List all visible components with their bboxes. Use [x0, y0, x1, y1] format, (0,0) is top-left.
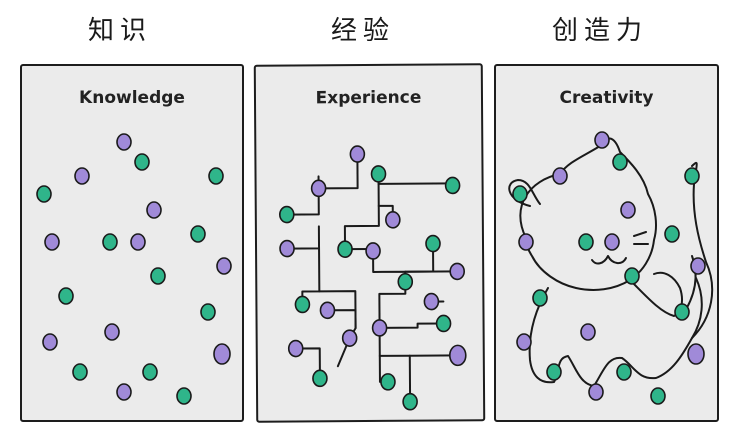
knowledge-purple-dot — [216, 257, 232, 275]
knowledge-purple-dot — [130, 233, 146, 251]
knowledge-green-dot — [176, 387, 192, 405]
creativity-purple-dot — [580, 323, 596, 341]
knowledge-green-dot — [200, 303, 216, 321]
knowledge-green-dot — [72, 363, 88, 381]
knowledge-green-dot — [150, 267, 166, 285]
title-knowledge-cn: 知识 — [88, 16, 153, 46]
experience-green-dot — [312, 369, 328, 388]
knowledge-purple-dot — [44, 233, 60, 251]
experience-purple-dot — [385, 211, 401, 229]
creativity-purple-dot — [604, 233, 620, 251]
connection-line — [378, 322, 447, 329]
knowledge-panel: Knowledge — [20, 64, 244, 422]
experience-purple-dot — [310, 179, 327, 198]
connection-line — [326, 309, 357, 330]
creativity-purple-dot — [690, 257, 706, 275]
creativity-green-dot — [616, 363, 632, 381]
knowledge-green-dot — [134, 153, 150, 171]
creativity-purple-dot — [687, 343, 705, 365]
knowledge-green-dot — [36, 185, 52, 203]
creativity-green-dot — [684, 167, 700, 185]
title-experience-cn: 经验 — [331, 16, 396, 46]
creativity-purple-dot — [594, 131, 610, 149]
knowledge-green-dot — [102, 233, 118, 251]
experience-green-dot — [397, 272, 414, 291]
connection-line — [377, 182, 454, 185]
creativity-green-dot — [546, 363, 562, 381]
experience-green-dot — [294, 295, 311, 314]
experience-green-dot — [425, 234, 441, 253]
creativity-green-dot — [532, 289, 548, 307]
experience-purple-dot — [319, 301, 336, 320]
cat-whiskers — [633, 231, 649, 245]
cat-head-outline — [519, 137, 657, 291]
experience-purple-dot — [449, 262, 466, 281]
knowledge-purple-dot — [116, 383, 132, 401]
creativity-purple-dot — [518, 233, 534, 251]
experience-purple-dot — [287, 339, 304, 358]
experience-purple-dot — [279, 239, 295, 258]
experience-purple-dot — [341, 329, 358, 347]
creativity-label: Creativity — [559, 88, 654, 108]
title-creativity-cn: 创造力 — [552, 16, 649, 46]
knowledge-label: Knowledge — [79, 88, 185, 108]
knowledge-purple-dot — [116, 133, 132, 151]
creativity-green-dot — [512, 185, 528, 203]
knowledge-green-dot — [58, 287, 74, 305]
creativity-green-dot — [650, 387, 666, 405]
experience-green-dot — [337, 240, 353, 258]
knowledge-purple-dot — [213, 343, 231, 365]
knowledge-green-dot — [190, 225, 206, 243]
connection-line — [294, 347, 321, 380]
experience-purple-dot — [423, 292, 440, 311]
creativity-purple-dot — [588, 383, 604, 401]
experience-green-dot — [380, 373, 396, 391]
knowledge-green-dot — [208, 167, 224, 185]
experience-green-dot — [370, 165, 387, 183]
creativity-purple-dot — [516, 333, 532, 351]
cat-mouth — [591, 255, 627, 265]
knowledge-purple-dot — [74, 167, 90, 185]
creativity-green-dot — [578, 233, 594, 251]
experience-green-dot — [435, 314, 452, 333]
creativity-green-dot — [674, 303, 690, 321]
knowledge-purple-dot — [104, 323, 120, 341]
experience-network — [278, 145, 467, 411]
knowledge-dots — [36, 133, 232, 405]
experience-purple-dot — [371, 319, 388, 337]
connection-line — [343, 172, 380, 251]
experience-purple-dot — [448, 344, 467, 367]
experience-green-dot — [444, 176, 461, 195]
creativity-cat — [508, 131, 714, 405]
experience-purple-dot — [349, 145, 366, 163]
knowledge-green-dot — [142, 363, 158, 381]
experience-green-dot — [402, 392, 418, 411]
experience-panel: Experience — [253, 63, 486, 423]
creativity-purple-dot — [552, 167, 568, 185]
knowledge-purple-dot — [146, 201, 162, 219]
cat-tail — [691, 161, 714, 339]
creativity-green-dot — [612, 153, 628, 171]
creativity-panel: Creativity — [494, 64, 719, 422]
creativity-green-dot — [624, 267, 640, 285]
experience-purple-dot — [365, 242, 381, 260]
creativity-green-dot — [664, 225, 680, 243]
creativity-purple-dot — [620, 201, 636, 219]
knowledge-purple-dot — [42, 333, 58, 351]
experience-green-dot — [278, 205, 295, 224]
